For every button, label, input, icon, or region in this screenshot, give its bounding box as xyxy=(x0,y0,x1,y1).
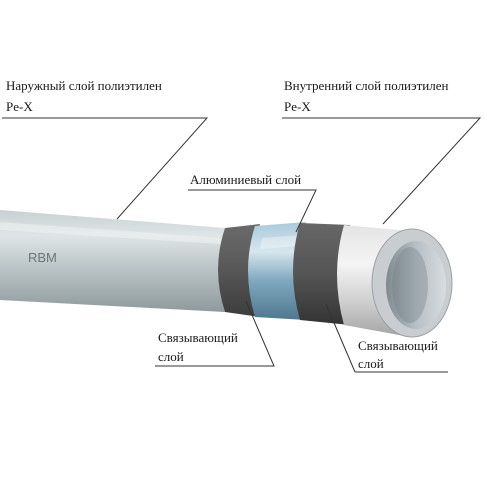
pipe-bore xyxy=(386,241,446,329)
aluminum-layer xyxy=(248,222,306,320)
pipe-bore-shadow xyxy=(392,247,428,323)
inner-pe-label-line2: Pe-X xyxy=(284,99,311,114)
aluminum-label: Алюминиевый слой xyxy=(190,172,301,187)
bond-right-label-line1: Связывающий xyxy=(358,338,438,353)
bond-left-label-line2: слой xyxy=(158,349,184,364)
inner-pe-label-line1: Внутренний слой полиэтилен xyxy=(284,78,448,93)
adhesive-layer-inner xyxy=(293,223,350,325)
bond-left-leader xyxy=(155,300,275,367)
bond-right-label-line2: слой xyxy=(358,356,384,371)
brand-text: RBM xyxy=(28,250,57,265)
adhesive-layer-outer xyxy=(218,224,260,317)
aluminum-highlight xyxy=(260,235,302,249)
outer-pe-leader xyxy=(2,117,209,220)
leader-lines xyxy=(2,117,482,373)
outer-pe-label-line2: Pe-X xyxy=(6,99,33,114)
bond-left-label-line1: Связывающий xyxy=(158,330,238,345)
aluminum-leader xyxy=(188,189,317,233)
bond-right-leader-tail xyxy=(325,303,356,373)
inner-pe-leader xyxy=(282,117,482,225)
outer-pe-label-line1: Наружный слой полиэтилен xyxy=(6,78,162,93)
outer-pe-highlight xyxy=(0,222,222,244)
